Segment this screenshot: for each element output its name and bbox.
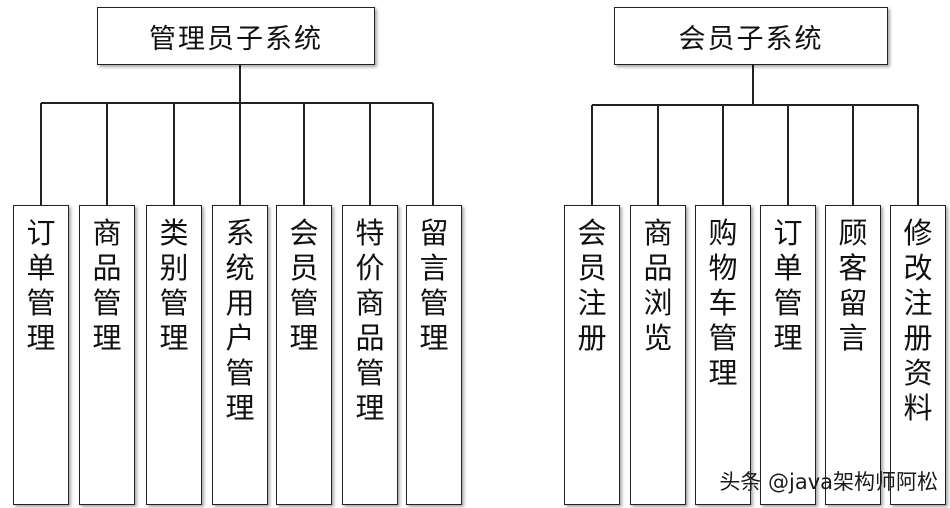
admin-leaf-category-management: 类别管理 — [146, 205, 202, 505]
watermark: 头条 @java架构师阿松 — [719, 470, 938, 494]
member-leaf-cart-management: 购物车管理 — [695, 205, 751, 505]
member-subsystem-box: 会员子系统 — [614, 7, 888, 65]
leaf-label: 特价商品管理 — [355, 216, 385, 425]
member-leaf-edit-registration-info: 修改注册资料 — [890, 205, 946, 505]
member-leaf-customer-message: 顾客留言 — [825, 205, 881, 505]
member-leaf-order-management: 订单管理 — [760, 205, 816, 505]
admin-subsystem-title: 管理员子系统 — [149, 23, 323, 55]
leaf-label: 会员管理 — [289, 216, 319, 355]
leaf-label: 订单管理 — [773, 216, 803, 355]
leaf-label: 系统用户管理 — [225, 216, 255, 425]
leaf-label: 商品浏览 — [643, 216, 673, 355]
leaf-label: 顾客留言 — [838, 216, 868, 355]
member-subsystem-title: 会员子系统 — [678, 23, 824, 55]
admin-leaf-order-management: 订单管理 — [13, 205, 69, 505]
leaf-label: 订单管理 — [26, 216, 56, 355]
leaf-label: 留言管理 — [419, 216, 449, 355]
leaf-label: 购物车管理 — [708, 216, 738, 390]
admin-leaf-member-management: 会员管理 — [276, 205, 332, 505]
member-leaf-product-browsing: 商品浏览 — [630, 205, 686, 505]
admin-leaf-message-management: 留言管理 — [406, 205, 462, 505]
leaf-label: 类别管理 — [159, 216, 189, 355]
leaf-label: 修改注册资料 — [903, 216, 933, 425]
admin-leaf-product-management: 商品管理 — [79, 205, 135, 505]
admin-leaf-system-user-management: 系统用户管理 — [212, 205, 268, 505]
leaf-label: 商品管理 — [92, 216, 122, 355]
admin-subsystem-box: 管理员子系统 — [97, 7, 375, 65]
admin-leaf-special-product-management: 特价商品管理 — [342, 205, 398, 505]
leaf-label: 会员注册 — [577, 216, 607, 355]
member-leaf-member-registration: 会员注册 — [564, 205, 620, 505]
